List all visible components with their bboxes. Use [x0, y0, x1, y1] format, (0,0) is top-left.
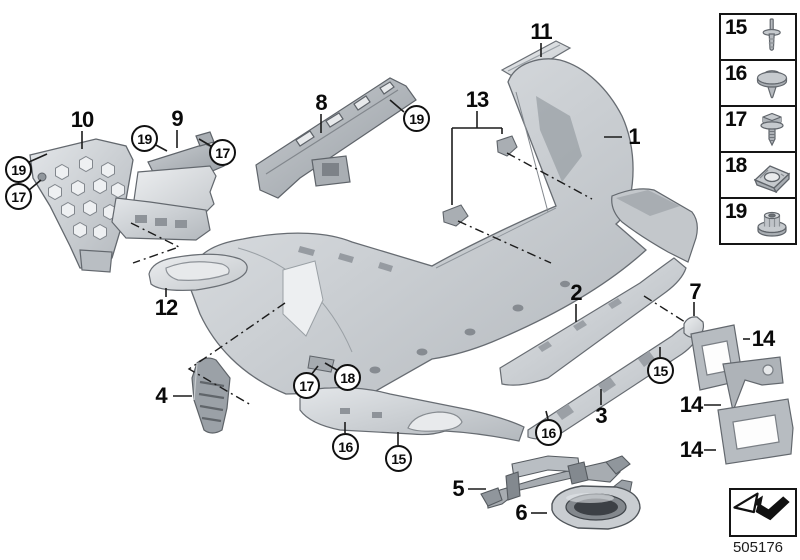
- part-number-9: 9: [171, 106, 183, 131]
- fastener-callout-15: 15: [385, 445, 412, 472]
- fastener-callout-15: 15: [647, 357, 674, 384]
- part-number-2: 2: [570, 280, 582, 305]
- part-number-13: 13: [465, 87, 490, 112]
- fastener-callout-19: 19: [5, 156, 32, 183]
- part-1-bumper-panel: [187, 58, 647, 395]
- legend-number: 15: [725, 16, 747, 39]
- direction-indicator-box: [729, 488, 797, 537]
- part-2-trim-strip-upper: [499, 188, 698, 386]
- fastener-callout-19: 19: [403, 105, 430, 132]
- cage-nut-icon: [753, 165, 791, 194]
- part-number-12: 12: [154, 295, 179, 320]
- part-number-11: 11: [530, 19, 552, 44]
- legend-item-19: 19: [719, 197, 797, 245]
- legend-number: 17: [725, 108, 747, 131]
- direction-arrow-icon: [733, 492, 790, 521]
- fastener-callout-17: 17: [293, 372, 320, 399]
- assembly-reference-lines: [130, 152, 686, 406]
- legend-number: 19: [725, 200, 747, 223]
- hex-screw-icon: [760, 112, 784, 147]
- legend-number: 18: [725, 154, 747, 177]
- part-14-mounting-plates: [690, 324, 794, 465]
- part-number-7: 7: [689, 279, 701, 304]
- part-8-reinforcement-bar: [255, 77, 417, 199]
- part-number-14: 14: [751, 326, 776, 351]
- fastener-legend: 15 16: [719, 13, 797, 245]
- fastener-callout-19: 19: [131, 125, 158, 152]
- fastener-callout-18: 18: [334, 364, 361, 391]
- lower-valance-left: [299, 387, 525, 442]
- part-number-8: 8: [315, 90, 327, 115]
- part-13-sensor-brackets: [442, 135, 518, 227]
- part-10-side-bracket: [29, 138, 134, 273]
- part-6-exhaust-tip: [551, 479, 641, 530]
- leader-lines: [28, 43, 750, 514]
- part-5-tailpipe-bracket: [480, 455, 631, 509]
- legend-item-16: 16: [719, 59, 797, 107]
- legend-number: 16: [725, 62, 747, 85]
- part-number-5: 5: [452, 476, 464, 501]
- part-number-3: 3: [595, 403, 607, 428]
- legend-item-17: 17: [719, 105, 797, 153]
- part-number-14: 14: [679, 437, 704, 462]
- washer-screw-icon: [756, 70, 788, 99]
- fastener-callout-17: 17: [5, 183, 32, 210]
- fastener-callout-16: 16: [535, 419, 562, 446]
- part-4-vent-grille: [191, 357, 231, 434]
- part-12-cover: [148, 253, 248, 291]
- diagram-number: 505176: [732, 539, 784, 556]
- part-number-14: 14: [679, 392, 704, 417]
- fastener-callout-17: 17: [209, 139, 236, 166]
- legend-item-18: 18: [719, 151, 797, 199]
- legend-item-15: 15: [719, 13, 797, 61]
- part-number-10: 10: [70, 107, 95, 132]
- part-number-6: 6: [515, 500, 527, 525]
- collar-nut-icon: [757, 211, 787, 237]
- expansion-rivet-icon: [762, 18, 781, 51]
- part-number-4: 4: [155, 383, 167, 408]
- part-number-1: 1: [628, 124, 640, 149]
- fastener-callout-16: 16: [332, 433, 359, 460]
